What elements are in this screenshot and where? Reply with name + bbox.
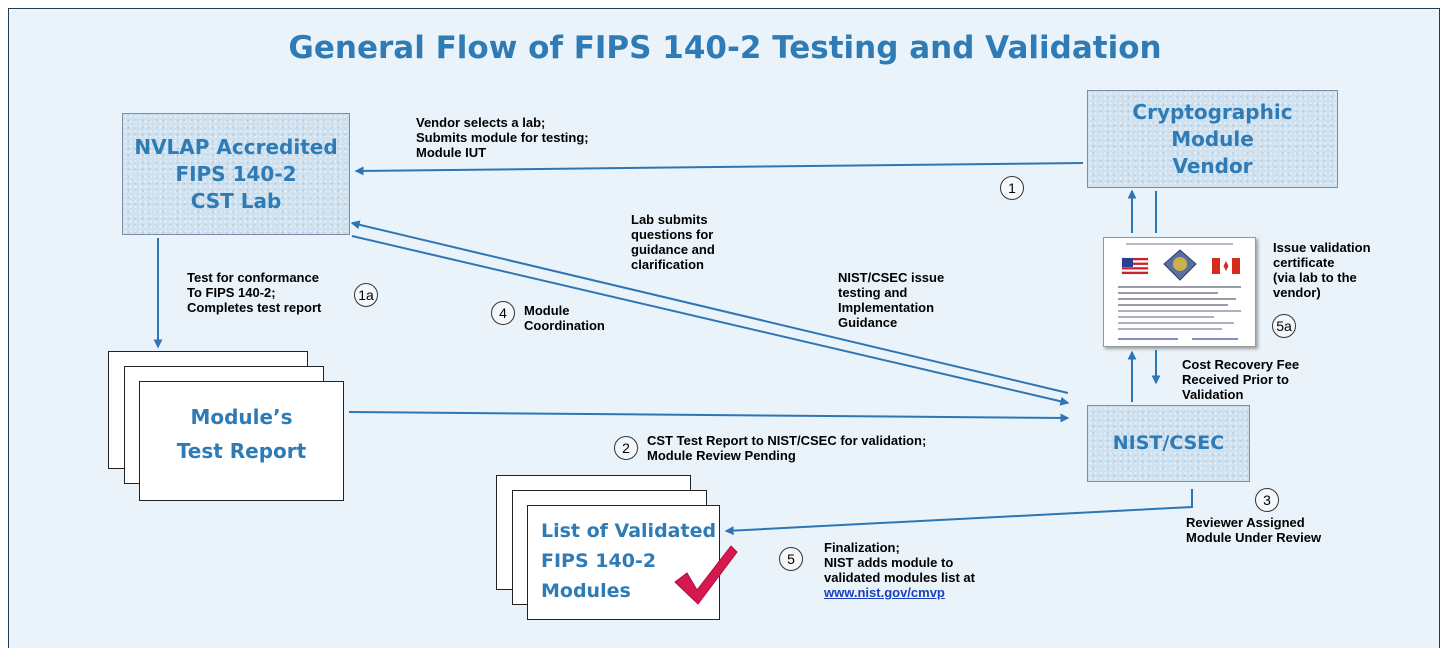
test-report-line-1: Module’s	[190, 405, 293, 429]
label-vendor-to-lab-line-2: Submits module for testing;	[416, 130, 589, 145]
step-1-badge: 1	[1000, 176, 1024, 200]
label-report-to-nist: CST Test Report to NIST/CSEC for validat…	[647, 433, 926, 463]
label-lab-testing-line-3: Completes test report	[187, 300, 322, 315]
node-module-vendor[interactable]: Cryptographic Module Vendor	[1087, 90, 1338, 188]
label-nist-guidance-line-2: testing and	[838, 285, 908, 300]
checkmark-icon	[674, 545, 738, 605]
label-lab-testing-line-2: To FIPS 140-2;	[187, 285, 276, 300]
label-coordination-line-2: Coordination	[524, 318, 605, 333]
seal-icon	[1163, 249, 1197, 281]
label-nist-guidance: NIST/CSEC issue testing and Implementati…	[838, 270, 944, 330]
cst-lab-line-2: FIPS 140-2	[175, 161, 297, 186]
test-report-line-2: Test Report	[176, 439, 307, 463]
label-fee: Cost Recovery Fee Received Prior to Vali…	[1182, 357, 1299, 402]
canada-flag-icon	[1212, 258, 1240, 274]
label-fee-line-3: Validation	[1182, 387, 1244, 402]
validated-list-title: List of Validated FIPS 140-2 Modules	[541, 516, 716, 606]
nist-label: NIST/CSEC	[1112, 431, 1225, 454]
label-coordination: Module Coordination	[524, 303, 605, 333]
label-coordination-line-1: Module	[524, 303, 570, 318]
test-report-card[interactable]	[139, 381, 344, 501]
label-report-to-nist-line-2: Module Review Pending	[647, 448, 796, 463]
label-review-line-1: Reviewer Assigned	[1186, 515, 1305, 530]
label-finalization-line-3: validated modules list at	[824, 570, 975, 585]
label-lab-questions: Lab submits questions for guidance and c…	[631, 212, 715, 272]
label-vendor-to-lab: Vendor selects a lab; Submits module for…	[416, 115, 589, 160]
label-fee-line-1: Cost Recovery Fee	[1182, 357, 1300, 372]
label-nist-guidance-line-3: Implementation	[838, 300, 935, 315]
cst-lab-line-3: CST Lab	[190, 188, 282, 213]
arrow-vendor-to-lab	[354, 162, 1084, 176]
step-3-badge: 3	[1255, 488, 1279, 512]
label-lab-testing-line-1: Test for conformance	[187, 270, 319, 285]
label-lab-questions-line-2: questions for	[631, 227, 714, 242]
arrow-nist-to-lab	[350, 220, 1069, 394]
step-5a-badge: 5a	[1272, 314, 1296, 338]
vendor-line-2: Vendor	[1172, 153, 1253, 178]
us-flag-icon	[1121, 257, 1149, 275]
cst-lab-line-1: NVLAP Accredited	[134, 134, 338, 159]
certificate-graphic	[1118, 243, 1241, 340]
label-report-to-nist-line-1: CST Test Report to NIST/CSEC for validat…	[647, 433, 927, 448]
validated-list-card[interactable]	[527, 505, 720, 620]
label-fee-line-2: Received Prior to	[1182, 372, 1289, 387]
label-certificate-line-2: certificate	[1273, 255, 1335, 270]
diagram-title: General Flow of FIPS 140-2 Testing and V…	[288, 30, 1162, 66]
label-lab-questions-line-3: guidance and	[631, 242, 715, 257]
validated-list-line-1: List of Validated	[541, 520, 717, 542]
node-cst-lab[interactable]: NVLAP Accredited FIPS 140-2 CST Lab	[122, 113, 350, 235]
label-certificate-line-3: (via lab to the	[1273, 270, 1357, 285]
label-nist-guidance-line-4: Guidance	[838, 315, 898, 330]
step-2-badge: 2	[614, 436, 638, 460]
label-certificate: Issue validation certificate (via lab to…	[1273, 240, 1371, 300]
vendor-line-1: Cryptographic Module	[1132, 99, 1293, 151]
label-review-line-2: Module Under Review	[1186, 530, 1322, 545]
step-1a-badge: 1a	[354, 283, 378, 307]
arrow-nist-to-list	[724, 489, 1193, 536]
arrow-lab-to-nist	[351, 235, 1070, 406]
cmvp-link[interactable]: www.nist.gov/cmvp	[824, 585, 945, 600]
validation-certificate	[1103, 237, 1256, 347]
label-vendor-to-lab-line-1: Vendor selects a lab;	[416, 115, 546, 130]
step-4-badge: 4	[491, 301, 515, 325]
arrow-report-to-nist	[348, 411, 1070, 423]
label-lab-questions-line-4: clarification	[631, 257, 704, 272]
label-finalization-line-2: NIST adds module to	[824, 555, 954, 570]
label-finalization: Finalization; NIST adds module to valida…	[824, 540, 975, 600]
validated-list-line-3: Modules	[541, 580, 631, 602]
label-lab-questions-line-1: Lab submits	[631, 212, 708, 227]
label-review: Reviewer Assigned Module Under Review	[1186, 515, 1321, 545]
label-certificate-line-4: vendor)	[1273, 285, 1321, 300]
label-nist-guidance-line-1: NIST/CSEC issue	[838, 270, 945, 285]
step-5-badge: 5	[779, 547, 803, 571]
label-vendor-to-lab-line-3: Module IUT	[416, 145, 487, 160]
validated-list-line-2: FIPS 140-2	[541, 550, 657, 572]
test-report-title: Module’s Test Report	[139, 400, 344, 468]
label-certificate-line-1: Issue validation	[1273, 240, 1371, 255]
label-lab-testing: Test for conformance To FIPS 140-2; Comp…	[187, 270, 321, 315]
label-finalization-line-1: Finalization;	[824, 540, 900, 555]
node-nist-csec[interactable]: NIST/CSEC	[1087, 405, 1250, 482]
